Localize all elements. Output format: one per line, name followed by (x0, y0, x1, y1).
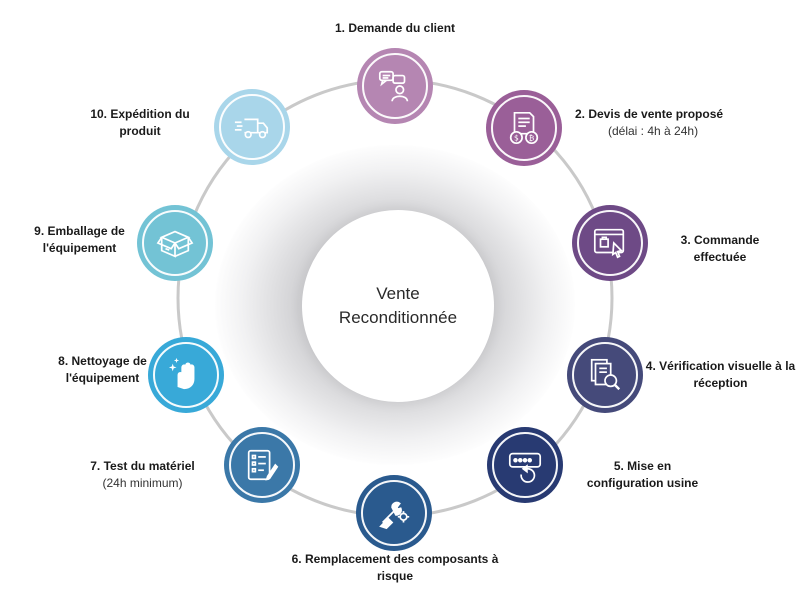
step-1-node (358, 49, 432, 123)
step-7-title: 7. Test du matériel (90, 459, 195, 473)
step-10-node (215, 90, 289, 164)
step-9-node (138, 206, 212, 280)
step-7-subtitle: (24h minimum) (102, 476, 183, 490)
step-1-label: 1. Demande du client (300, 20, 490, 37)
customer-chat-icon (378, 70, 409, 102)
step-6-title: 6. Remplacement des composants à risque (291, 552, 499, 583)
online-order-icon (593, 228, 625, 259)
step-2-title: 2. Devis de vente proposé (575, 107, 724, 121)
step-2-label: 2. Devis de vente proposé (délai : 4h à … (575, 106, 745, 140)
step-8-node (149, 338, 223, 412)
center-title: Vente Reconditionnée (302, 210, 494, 402)
step-3-title: 3. Commande effectuée (680, 233, 760, 264)
repair-tools-icon (379, 501, 410, 530)
center-title-line2: Reconditionnée (338, 308, 458, 327)
step-2-subtitle: (délai : 4h à 24h) (608, 124, 699, 138)
step-6-label: 6. Remplacement des composants à risque (285, 551, 505, 585)
package-box-icon (156, 230, 194, 258)
step-8-label: 8. Nettoyage de l'équipement (30, 353, 175, 387)
step-4-node (568, 338, 642, 412)
step-5-title: 5. Mise en configuration usine (586, 459, 699, 490)
svg-text:$: $ (514, 133, 519, 142)
step-7-label: 7. Test du matériel (24h minimum) (70, 458, 215, 492)
document-inspection-icon (590, 358, 621, 391)
step-4-title: 4. Vérification visuelle à la réception (645, 359, 796, 390)
step-9-title: 9. Emballage de l'équipement (34, 224, 125, 255)
step-3-label: 3. Commande effectuée (655, 232, 785, 266)
quote-invoice-icon: $ ₿ (509, 111, 539, 145)
factory-reset-icon (508, 452, 542, 483)
center-title-line1: Vente (376, 284, 420, 303)
step-6-node (357, 476, 431, 550)
step-10-title: 10. Expédition du produit (90, 107, 190, 138)
step-8-title: 8. Nettoyage de l'équipement (58, 354, 147, 385)
cleaning-hand-icon (168, 357, 195, 390)
delivery-truck-icon (234, 118, 269, 139)
step-9-label: 9. Emballage de l'équipement (12, 223, 147, 257)
checklist-icon (247, 449, 279, 481)
step-7-node (225, 428, 299, 502)
step-10-label: 10. Expédition du produit (70, 106, 210, 140)
step-5-node (488, 428, 562, 502)
step-5-label: 5. Mise en configuration usine (580, 458, 705, 492)
svg-text:₿: ₿ (529, 133, 535, 142)
step-2-node: $ ₿ (487, 91, 561, 165)
step-1-title: 1. Demande du client (334, 21, 456, 35)
step-4-label: 4. Vérification visuelle à la réception (643, 358, 798, 392)
step-3-node (573, 206, 647, 280)
